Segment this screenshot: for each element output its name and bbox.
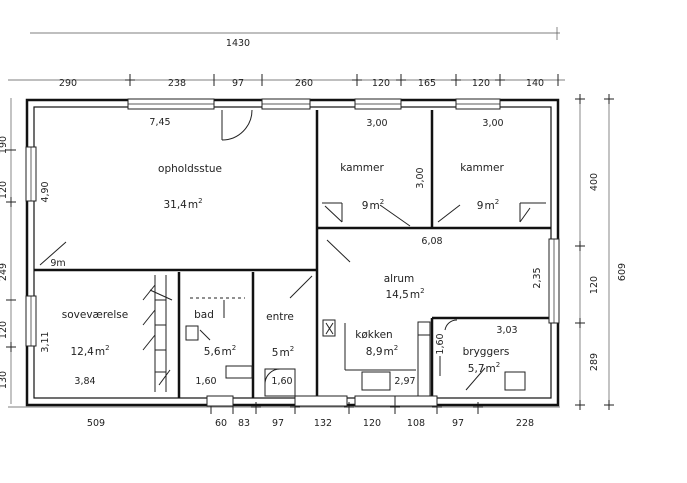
sovevaerelse-width: 3,84 (74, 376, 95, 387)
bottom-dim: 509 (87, 418, 105, 429)
alrum-width: 6,08 (421, 236, 442, 247)
alrum-height: 2,35 (532, 267, 543, 288)
koekken-width: 2,97 (394, 376, 415, 387)
bottom-dim: 132 (314, 418, 332, 429)
right-dim: 289 (589, 353, 600, 371)
entre-label: entre (266, 311, 294, 323)
opholdsstue-width: 7,45 (149, 117, 170, 128)
bottom-dim: 120 (363, 418, 381, 429)
right-outer-dim: 609 (617, 263, 628, 281)
opholdsstue-area: 31,4m2 (163, 197, 202, 211)
top-dim: 120 (472, 78, 490, 89)
bad-width: 1,60 (195, 376, 216, 387)
dimension-lines (6, 27, 614, 414)
room-labels: 7,45 opholdsstue 31,4m2 4,90 9m 3,00 kam… (40, 117, 543, 387)
sovevaerelse-label: soveværelse (62, 309, 129, 321)
opholdsstue-label: opholdsstue (158, 163, 222, 175)
alrum-area: 14,5m2 (385, 287, 424, 301)
windows (25, 98, 560, 407)
right-dim: 120 (589, 276, 600, 294)
bad-area: 5,6m2 (204, 344, 236, 358)
sovevaerelse-area: 12,4m2 (70, 344, 109, 358)
doors (39, 109, 546, 397)
kammer1-area: 9m2 (362, 198, 384, 212)
kammer1-height: 3,00 (415, 167, 426, 188)
overall-width: 1430 (226, 38, 250, 49)
koekken-label: køkken (355, 329, 392, 341)
koekken-area: 8,9m2 (366, 344, 398, 358)
entre-area: 5m2 (272, 345, 294, 359)
bryggers-area: 5,7m2 (468, 361, 500, 375)
alrum-label: alrum (384, 273, 415, 285)
bottom-dim: 60 (215, 418, 227, 429)
top-dim: 165 (418, 78, 436, 89)
kammer2-area: 9m2 (477, 198, 499, 212)
koekken-height: 1,60 (435, 333, 446, 354)
bottom-dim: 108 (407, 418, 425, 429)
bottom-dim: 97 (452, 418, 464, 429)
top-dim: 238 (168, 78, 186, 89)
dimension-labels: 1430 290 238 97 260 120 165 120 140 509 … (0, 38, 628, 429)
kammer1-label: kammer (340, 162, 384, 174)
kammer1-width: 3,00 (366, 118, 387, 129)
bad-label: bad (194, 309, 214, 321)
entre-width: 1,60 (271, 376, 292, 387)
kammer2-label: kammer (460, 162, 504, 174)
top-dim: 290 (59, 78, 77, 89)
top-dim: 97 (232, 78, 244, 89)
top-dim: 260 (295, 78, 313, 89)
top-dim: 120 (372, 78, 390, 89)
bottom-dim: 83 (238, 418, 250, 429)
kammer2-width: 3,00 (482, 118, 503, 129)
left-dim: 130 (0, 371, 9, 389)
bryggers-width: 3,03 (496, 325, 517, 336)
bottom-dim: 97 (272, 418, 284, 429)
left-dim: 120 (0, 321, 9, 339)
sovevaerelse-height: 3,11 (40, 331, 51, 352)
opholdsstue-pillar: 9m (50, 258, 65, 269)
right-dim: 400 (589, 173, 600, 191)
walls (25, 98, 560, 407)
left-dim: 190 (0, 136, 9, 154)
opholdsstue-height: 4,90 (40, 181, 51, 202)
left-dim: 120 (0, 181, 9, 199)
bryggers-label: bryggers (463, 346, 510, 358)
left-dim: 249 (0, 263, 9, 281)
top-dim: 140 (526, 78, 544, 89)
bottom-dim: 228 (516, 418, 534, 429)
